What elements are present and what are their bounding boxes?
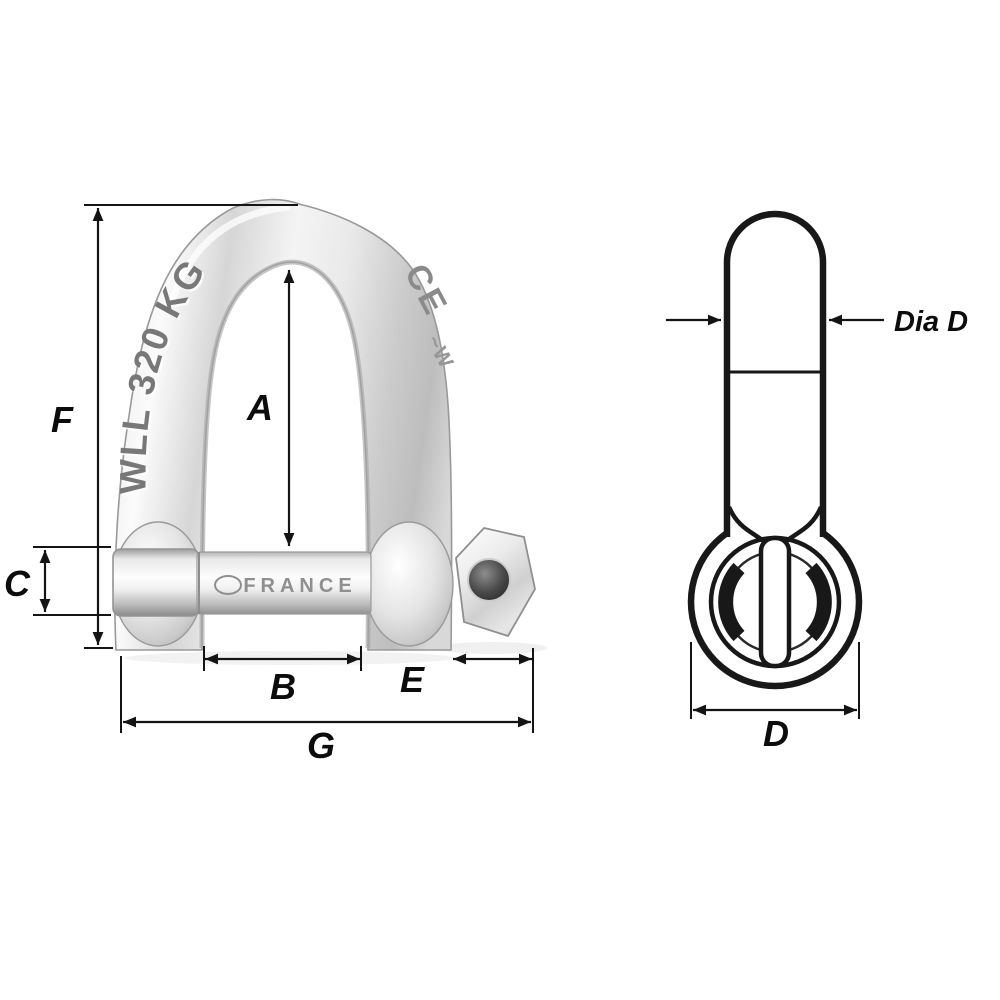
bow-top-highlight xyxy=(168,203,291,302)
dimension-G: G xyxy=(120,648,534,766)
bow-inner-shading xyxy=(199,259,371,649)
dimension-A: A xyxy=(246,270,295,546)
dia-d-label: Dia D xyxy=(894,306,968,338)
dimension-F: F xyxy=(51,204,298,649)
dimension-F-label: F xyxy=(51,399,74,440)
hex-head-shadow xyxy=(437,642,547,654)
dimension-A-label: A xyxy=(246,387,273,428)
dimension-G-label: G xyxy=(307,725,335,766)
dimension-B: B xyxy=(203,646,362,707)
bore-shade-left xyxy=(718,562,745,642)
pin-shaft xyxy=(196,551,372,615)
dimension-C-label: C xyxy=(4,563,31,604)
bore-shade-right xyxy=(805,562,832,642)
dimension-E-label: E xyxy=(400,659,425,700)
pin-boss-right xyxy=(364,521,454,647)
pin-marking-france: FRANCE xyxy=(243,575,356,597)
pin-logo-oval xyxy=(214,575,242,595)
dimension-dia-d: Dia D xyxy=(666,306,968,338)
dimension-D: D xyxy=(690,642,860,754)
dimension-B-label: B xyxy=(270,666,296,707)
clevis-bar xyxy=(758,535,792,669)
hex-head-hole xyxy=(467,558,511,602)
side-view: Dia D D xyxy=(666,210,968,754)
dimension-D-label: D xyxy=(763,713,789,754)
dimension-E: E xyxy=(400,653,532,700)
shaft-outline xyxy=(723,210,827,537)
pin-head-cap xyxy=(112,548,200,617)
dimension-C: C xyxy=(4,546,111,616)
front-view: FRANCE WLL 320 KG WLL 320 KG CE ~W F A xyxy=(4,198,547,766)
